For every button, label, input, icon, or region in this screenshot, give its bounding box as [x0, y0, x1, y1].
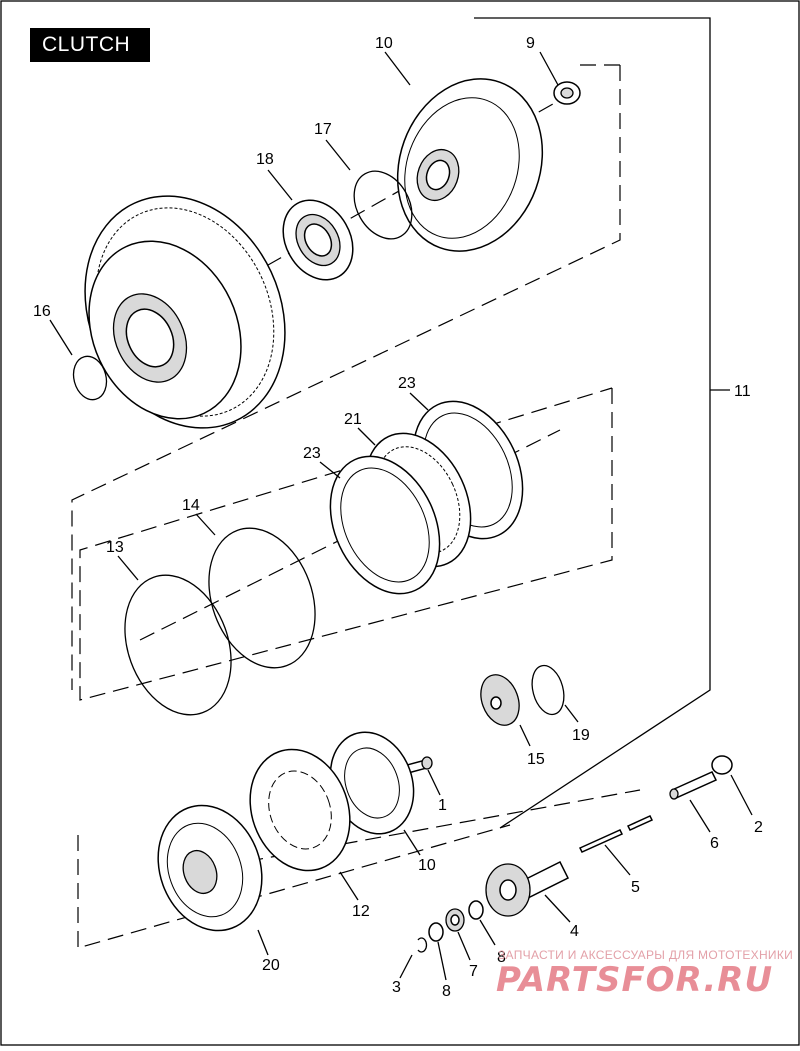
bearing-part-7 [445, 908, 465, 932]
axis-lower [199, 789, 641, 871]
callout-2: 2 [754, 819, 763, 836]
callout-17: 16 [33, 303, 51, 320]
callout-22: 21 [344, 411, 362, 428]
adjuster-plate-part-16 [480, 674, 520, 726]
callout-5: 5 [631, 879, 640, 896]
group-outline-lower [77, 824, 511, 949]
callout-21: 20 [262, 957, 280, 974]
nut-part-2 [711, 755, 733, 775]
watermark-brand: PARTSFOR.RU [496, 960, 774, 1000]
callout-6: 6 [710, 835, 719, 852]
leader-lines [49, 51, 753, 981]
callout-4: 4 [570, 923, 579, 940]
callout-7: 7 [469, 963, 478, 980]
clutch-hub-part-10 [396, 78, 544, 252]
washer-part-8-rear [468, 900, 484, 920]
diaphragm-spring-part-13 [249, 748, 351, 872]
snap-ring-part-17 [72, 355, 108, 401]
callout-23-front: 23 [303, 445, 321, 462]
callout-16: 15 [527, 751, 545, 768]
ring-part-15 [208, 527, 316, 669]
callout-3: 3 [392, 979, 401, 996]
callout-10: 10 [375, 35, 393, 52]
friction-plate-part-23-front [329, 455, 441, 595]
pressure-plate-part-21 [157, 804, 263, 932]
group-outline-plates [79, 387, 613, 701]
clutch-shell [84, 195, 286, 429]
adjusting-screw-part-6 [669, 771, 718, 800]
callout-1: 1 [438, 797, 447, 814]
callout-15: 14 [182, 497, 200, 514]
release-plate-part-4 [485, 860, 570, 917]
callout-19: 18 [256, 151, 274, 168]
assembly-bracket [474, 17, 711, 829]
watermark-tagline: ЗАПЧАСТИ И АКСЕССУАРЫ ДЛЯ МОТОТЕХНИКИ [498, 948, 794, 962]
callout-20: 19 [572, 727, 590, 744]
callout-13: 12 [352, 903, 370, 920]
callout-14: 13 [106, 539, 124, 556]
retaining-ring-part-18 [353, 170, 413, 240]
callout-8-rear: 8 [497, 949, 506, 966]
retaining-ring-part-3 [417, 937, 428, 953]
callout-8-front: 8 [442, 983, 451, 1000]
push-rod-part-5 [578, 815, 654, 853]
callout-12: 11 [734, 383, 751, 400]
callout-9: 9 [526, 35, 535, 52]
ring-part-14 [124, 574, 232, 716]
bearing-part-19 [282, 199, 354, 281]
group-outline-upper [71, 65, 621, 690]
washer-part-8-front [428, 922, 444, 942]
diagram-title: CLUTCH [30, 28, 150, 62]
callout-23-rear: 23 [398, 375, 416, 392]
retaining-ring-part-20 [531, 664, 565, 716]
nut-part-9 [553, 81, 581, 105]
callout-18: 17 [314, 121, 332, 138]
callout-11: 10 [418, 857, 436, 874]
